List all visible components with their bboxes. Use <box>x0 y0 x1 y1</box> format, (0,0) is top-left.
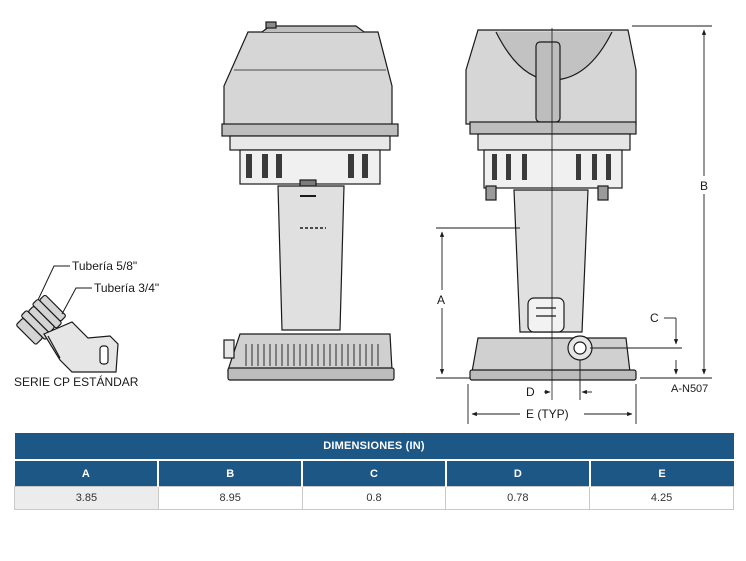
label-dim-a: A <box>437 293 445 307</box>
label-dim-b: B <box>700 179 708 193</box>
label-tube-58: Tubería 5/8" <box>72 259 137 273</box>
label-dim-e: E (TYP) <box>526 407 569 421</box>
pump-side-view <box>221 21 399 381</box>
header-b: B <box>157 460 303 487</box>
cell-e: 4.25 <box>589 486 734 510</box>
cell-d: 0.78 <box>445 486 591 510</box>
leader-tube-58 <box>37 265 70 301</box>
leader-tube-34 <box>61 287 92 315</box>
label-series: SERIE CP ESTÁNDAR <box>14 374 139 389</box>
dimension-lines <box>436 25 712 424</box>
table-header-row: A B C D E <box>14 460 734 487</box>
pump-front-view <box>465 29 637 381</box>
label-model: A-N507 <box>671 383 708 395</box>
label-dim-c: C <box>650 311 659 325</box>
header-a: A <box>14 460 159 487</box>
header-d: D <box>444 460 590 487</box>
label-dim-d: D <box>526 385 535 399</box>
header-e: E <box>588 460 734 487</box>
tubing-adapter <box>16 294 119 373</box>
cell-a: 3.85 <box>14 486 159 510</box>
table-row: 3.85 8.95 0.8 0.78 4.25 <box>14 486 734 510</box>
cell-c: 0.8 <box>301 486 447 510</box>
header-c: C <box>301 460 446 487</box>
dimensions-table: DIMENSIONES (IN) A B C D E 3.85 8.95 0.8… <box>14 433 734 510</box>
table-title: DIMENSIONES (IN) <box>14 433 734 461</box>
label-tube-34: Tubería 3/4" <box>94 281 159 295</box>
cell-b: 8.95 <box>157 486 303 510</box>
pump-drawing: Tubería 5/8" Tubería 3/4" SERIE CP ESTÁN… <box>14 21 712 424</box>
